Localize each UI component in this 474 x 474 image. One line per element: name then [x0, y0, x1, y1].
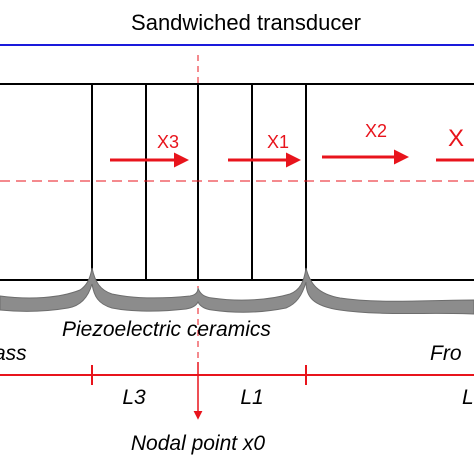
nodal-point-label: Nodal point x0 — [131, 432, 266, 455]
diagram-title: Sandwiched transducer — [131, 10, 361, 35]
arrow-x1-label: X1 — [267, 132, 289, 152]
stack-brace — [0, 267, 474, 315]
left-partial-label: ass — [0, 342, 27, 365]
length-l3-label: L3 — [122, 386, 146, 409]
length-l-partial-label: L — [462, 386, 474, 409]
right-partial-label: Fro — [430, 342, 462, 365]
arrow-x-partial-label: X — [448, 125, 464, 152]
group-label: Piezoelectric ceramics — [62, 318, 271, 341]
arrow-x2-label: X2 — [365, 121, 387, 141]
length-l1-label: L1 — [240, 386, 263, 409]
arrow-x3-label: X3 — [157, 132, 179, 152]
